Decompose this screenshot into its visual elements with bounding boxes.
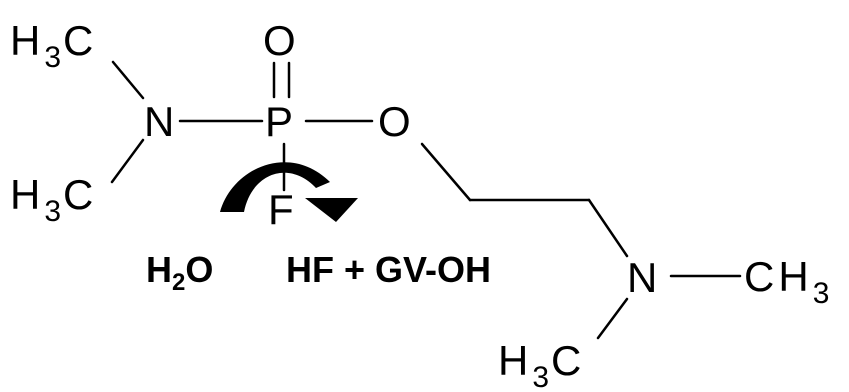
oxygen-ester-label: O: [378, 98, 411, 145]
nitrogen-left-label: N: [144, 98, 174, 145]
fluorine-label: F: [268, 186, 294, 233]
arrowhead-icon: [305, 198, 358, 222]
bond-ch2-n: [587, 198, 629, 258]
curved-arrow-icon: [220, 162, 330, 212]
bond-n-ch3-bottom: [596, 297, 629, 340]
reactant-water: H2O: [146, 249, 213, 296]
bond-ch3-n-bottom: [110, 138, 145, 184]
nitrogen-right-label: N: [627, 254, 657, 301]
bond-o-ch2: [420, 142, 472, 202]
oxygen-double-label: O: [263, 17, 296, 64]
reaction-products: HF + GV-OH: [286, 249, 491, 290]
bond-ch3-n-top: [111, 60, 145, 100]
phosphorus-label: P: [265, 98, 293, 145]
